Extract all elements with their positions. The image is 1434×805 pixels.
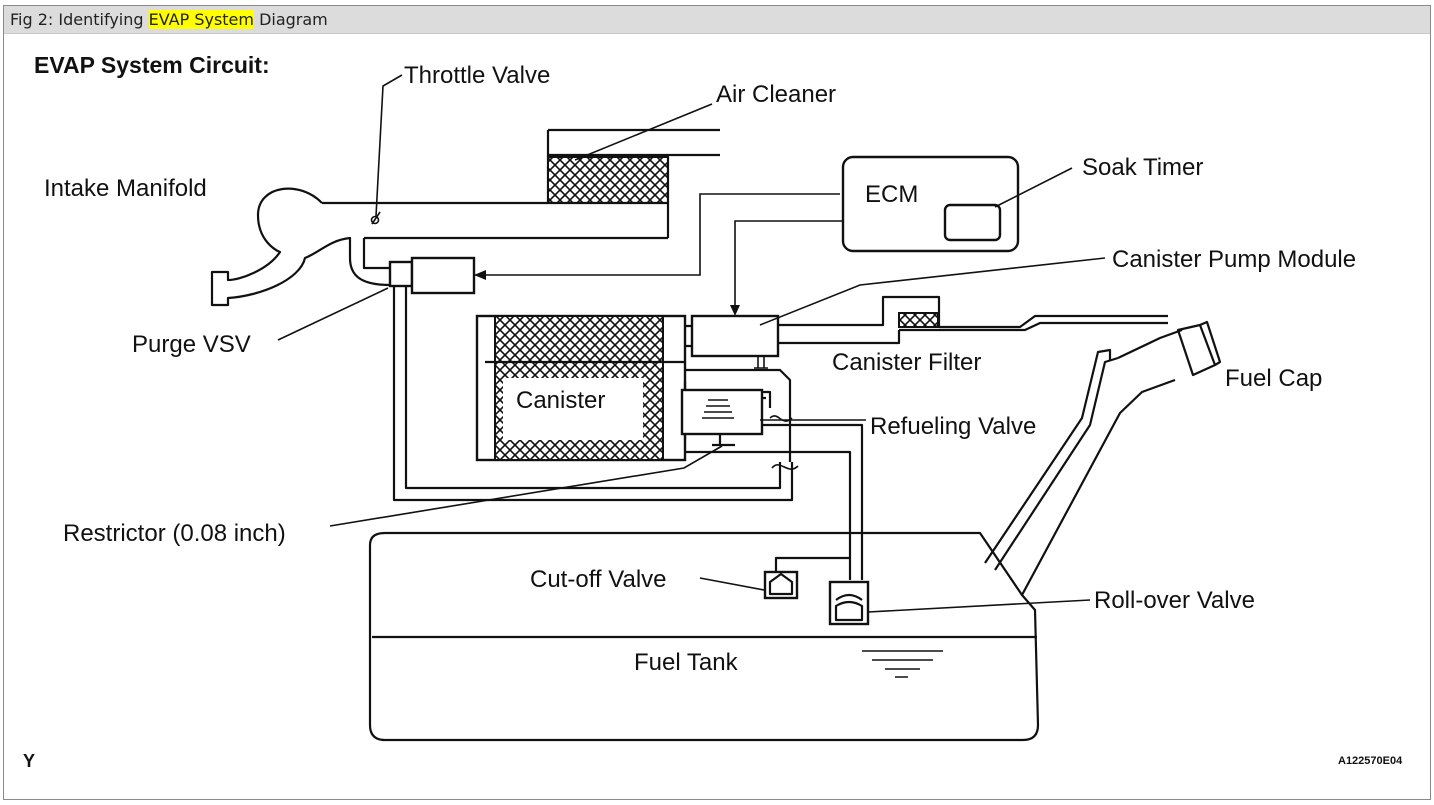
- ecm: [841, 155, 1020, 253]
- canister-filter: [778, 295, 1168, 345]
- figure-caption: Fig 2: Identifying EVAP System Diagram: [4, 6, 1430, 34]
- label-cutoff-valve: Cut-off Valve: [530, 566, 667, 593]
- label-refueling-valve: Refueling Valve: [870, 413, 1036, 440]
- arrow-icon: [474, 270, 486, 280]
- arrow-icon: [730, 305, 740, 316]
- canister-pump-module-leader: [759, 257, 1106, 326]
- purge-vsv-leader: [277, 287, 389, 341]
- air-cleaner: [546, 128, 720, 204]
- label-canister-filter: Canister Filter: [832, 349, 981, 376]
- label-soak-timer: Soak Timer: [1082, 154, 1203, 181]
- label-intake-manifold: Intake Manifold: [44, 175, 207, 202]
- canister: [475, 314, 852, 580]
- diagram-title: EVAP System Circuit:: [34, 52, 270, 78]
- throttle-valve: [370, 215, 380, 225]
- filler-neck: [984, 328, 1183, 596]
- caption-highlight: EVAP System: [148, 10, 254, 29]
- air-cleaner-leader: [574, 103, 713, 161]
- fuel-tank: [368, 531, 1040, 742]
- restrictor-leader: [329, 445, 723, 527]
- canister-pump-module: [690, 314, 780, 358]
- label-purge-vsv: Purge VSV: [132, 331, 251, 358]
- soak-timer-leader: [994, 167, 1073, 208]
- throttle-valve-leader: [375, 74, 403, 217]
- label-fuel-cap: Fuel Cap: [1225, 365, 1322, 392]
- caption-prefix: Fig 2: Identifying: [10, 10, 149, 29]
- rollover-valve: [828, 580, 870, 626]
- fuel-cap: [1176, 320, 1222, 377]
- ecm-to-pump-wire: [734, 220, 843, 312]
- figure-code: A122570E04: [1338, 755, 1403, 767]
- rollover-valve-leader: [867, 599, 1091, 613]
- caption-suffix: Diagram: [253, 10, 328, 29]
- label-ecm: ECM: [865, 181, 918, 208]
- ecm-to-purge-vsv-wire: [474, 193, 840, 276]
- cutoff-valve-leader: [699, 577, 765, 591]
- label-canister: Canister: [516, 387, 605, 414]
- label-canister-pump-module: Canister Pump Module: [1112, 246, 1356, 273]
- figure-frame: Fig 2: Identifying EVAP System Diagram: [3, 5, 1431, 800]
- cutoff-valve: [763, 556, 850, 600]
- purge-vsv: [388, 256, 794, 502]
- label-restrictor: Restrictor (0.08 inch): [63, 520, 286, 547]
- label-throttle-valve: Throttle Valve: [404, 62, 550, 89]
- corner-mark: Y: [23, 751, 35, 771]
- label-fuel-tank: Fuel Tank: [634, 649, 739, 676]
- label-air-cleaner: Air Cleaner: [716, 81, 836, 108]
- refueling-valve: [680, 388, 864, 580]
- label-rollover-valve: Roll-over Valve: [1094, 587, 1255, 614]
- break-mark: [771, 464, 799, 470]
- intake-manifold: [210, 187, 670, 307]
